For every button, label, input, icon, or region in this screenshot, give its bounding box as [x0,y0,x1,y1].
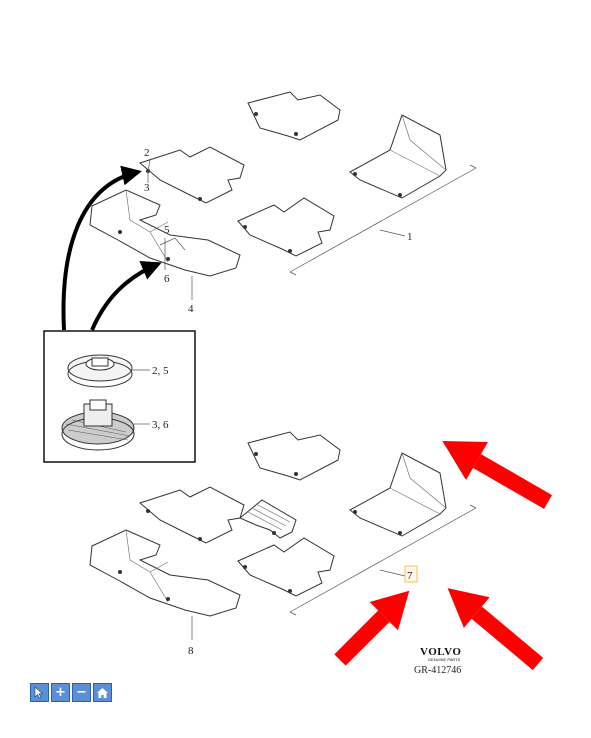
pointer-icon [34,686,44,699]
detail-arrow-upper [61,165,142,331]
zoom-out-icon: − [76,685,87,700]
front-mat-left-top [89,189,241,277]
clip-top-part [67,354,133,388]
detail-label-bottom: 3, 6 [152,419,169,431]
volvo-logo: VOLVO GENUINE PARTS [420,646,461,662]
detail-arrow-lower [90,261,162,331]
svg-text:GENUINE PARTS: GENUINE PARTS [428,657,461,662]
callout-7: 7 [407,570,413,582]
callout-5: 5 [164,224,170,236]
front-mat-left-bottom [89,529,241,617]
middle-mat-top [237,197,335,257]
clip-bottom-part [61,399,135,451]
home-icon [97,687,108,698]
detail-label-top: 2, 5 [152,365,169,377]
top-mat-set [89,91,477,300]
callout-1: 1 [407,231,413,243]
part-code: GR-412746 [414,665,461,676]
red-arrow-lower-left [334,590,410,666]
callout-3: 3 [144,182,150,194]
front-mat-right-top [138,146,245,204]
zoom-in-icon: + [55,685,66,700]
viewer-toolbar: + − [30,683,112,702]
callout-6: 6 [164,273,170,285]
callout-8: 8 [188,645,194,657]
tunnel-mat [239,499,297,539]
bottom-mat-set [89,431,477,640]
trunk-mat-bottom [349,452,447,537]
zoom-out-button[interactable]: − [72,683,91,702]
svg-text:VOLVO: VOLVO [420,646,461,658]
rear-mat-bottom [247,431,341,481]
red-arrows [334,441,552,671]
zoom-in-button[interactable]: + [51,683,70,702]
callout-2: 2 [144,147,150,159]
front-mat-right-bottom [138,486,245,544]
middle-mat-bottom [237,537,335,597]
callout-4: 4 [188,303,194,315]
clip-detail-box [43,330,196,463]
callout-7-highlight [404,565,418,583]
trunk-mat-top [349,114,447,199]
home-button[interactable] [93,683,112,702]
rear-mat-top [247,91,341,141]
pointer-button[interactable] [30,683,49,702]
red-arrow-lower-right [447,588,544,671]
red-arrow-upper-right [442,441,552,509]
